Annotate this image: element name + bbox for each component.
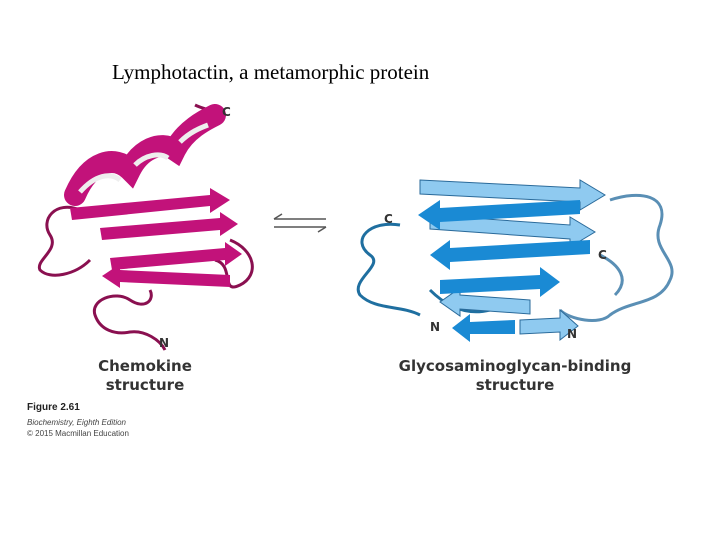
equilibrium-arrows-icon: [273, 213, 327, 233]
gag-n-terminus-right-label: N: [567, 327, 578, 341]
chemokine-caption-line2: structure: [105, 376, 185, 394]
chemokine-structure: C N: [20, 100, 260, 360]
slide-title: Lymphotactin, a metamorphic protein: [112, 60, 430, 84]
gag-binding-structure: C C N N: [340, 170, 690, 350]
chemokine-ribbon-drawing: [37, 103, 254, 351]
figure-book: Biochemistry, Eighth Edition: [27, 418, 127, 427]
gag-n-terminus-left-label: N: [430, 320, 441, 334]
gag-binding-ribbon-drawing: [356, 179, 674, 342]
gag-c-terminus-left-label: C: [384, 212, 393, 226]
gag-binding-caption-line1: Glycosaminoglycan-binding: [398, 357, 632, 375]
gag-binding-caption: Glycosaminoglycan-binding structure: [390, 357, 640, 395]
chemokine-c-terminus-label: C: [222, 105, 231, 119]
chemokine-caption: Chemokine structure: [60, 357, 230, 395]
chemokine-n-terminus-label: N: [159, 336, 170, 350]
figure-copyright: © 2015 Macmillan Education: [27, 429, 129, 438]
chemokine-caption-line1: Chemokine: [98, 357, 192, 375]
figure-label: Figure 2.61: [27, 402, 80, 413]
gag-binding-caption-line2: structure: [475, 376, 555, 394]
gag-c-terminus-right-label: C: [598, 248, 607, 262]
